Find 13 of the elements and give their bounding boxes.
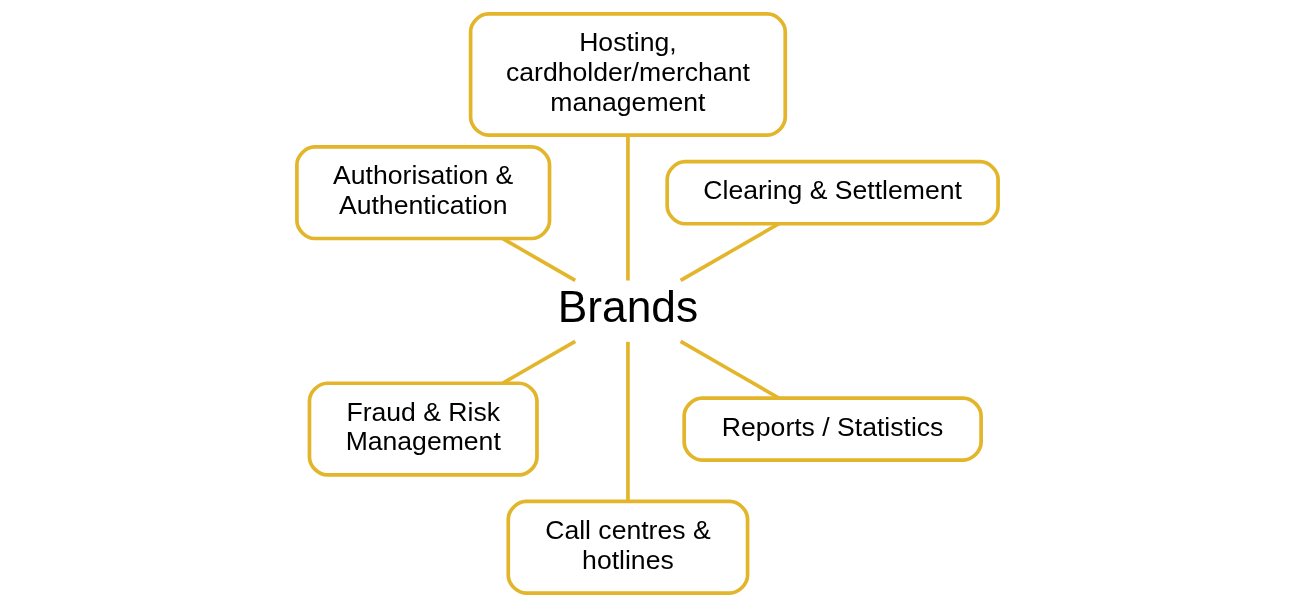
connector bbox=[626, 341, 630, 502]
node-box: Clearing & Settlement bbox=[665, 159, 1000, 226]
node-text: Brands bbox=[557, 281, 699, 331]
node-box: Call centres & hotlines bbox=[506, 499, 750, 595]
node-box: Hosting, cardholder/merchant management bbox=[468, 12, 788, 137]
node-box: Reports / Statistics bbox=[682, 396, 983, 462]
node-box: Authorisation & Authentication bbox=[295, 145, 552, 241]
connector bbox=[679, 222, 780, 283]
connector bbox=[626, 135, 630, 281]
connector bbox=[502, 339, 577, 385]
node-box: Fraud & Risk Management bbox=[307, 381, 539, 477]
connector bbox=[679, 339, 780, 400]
connector bbox=[502, 237, 577, 283]
